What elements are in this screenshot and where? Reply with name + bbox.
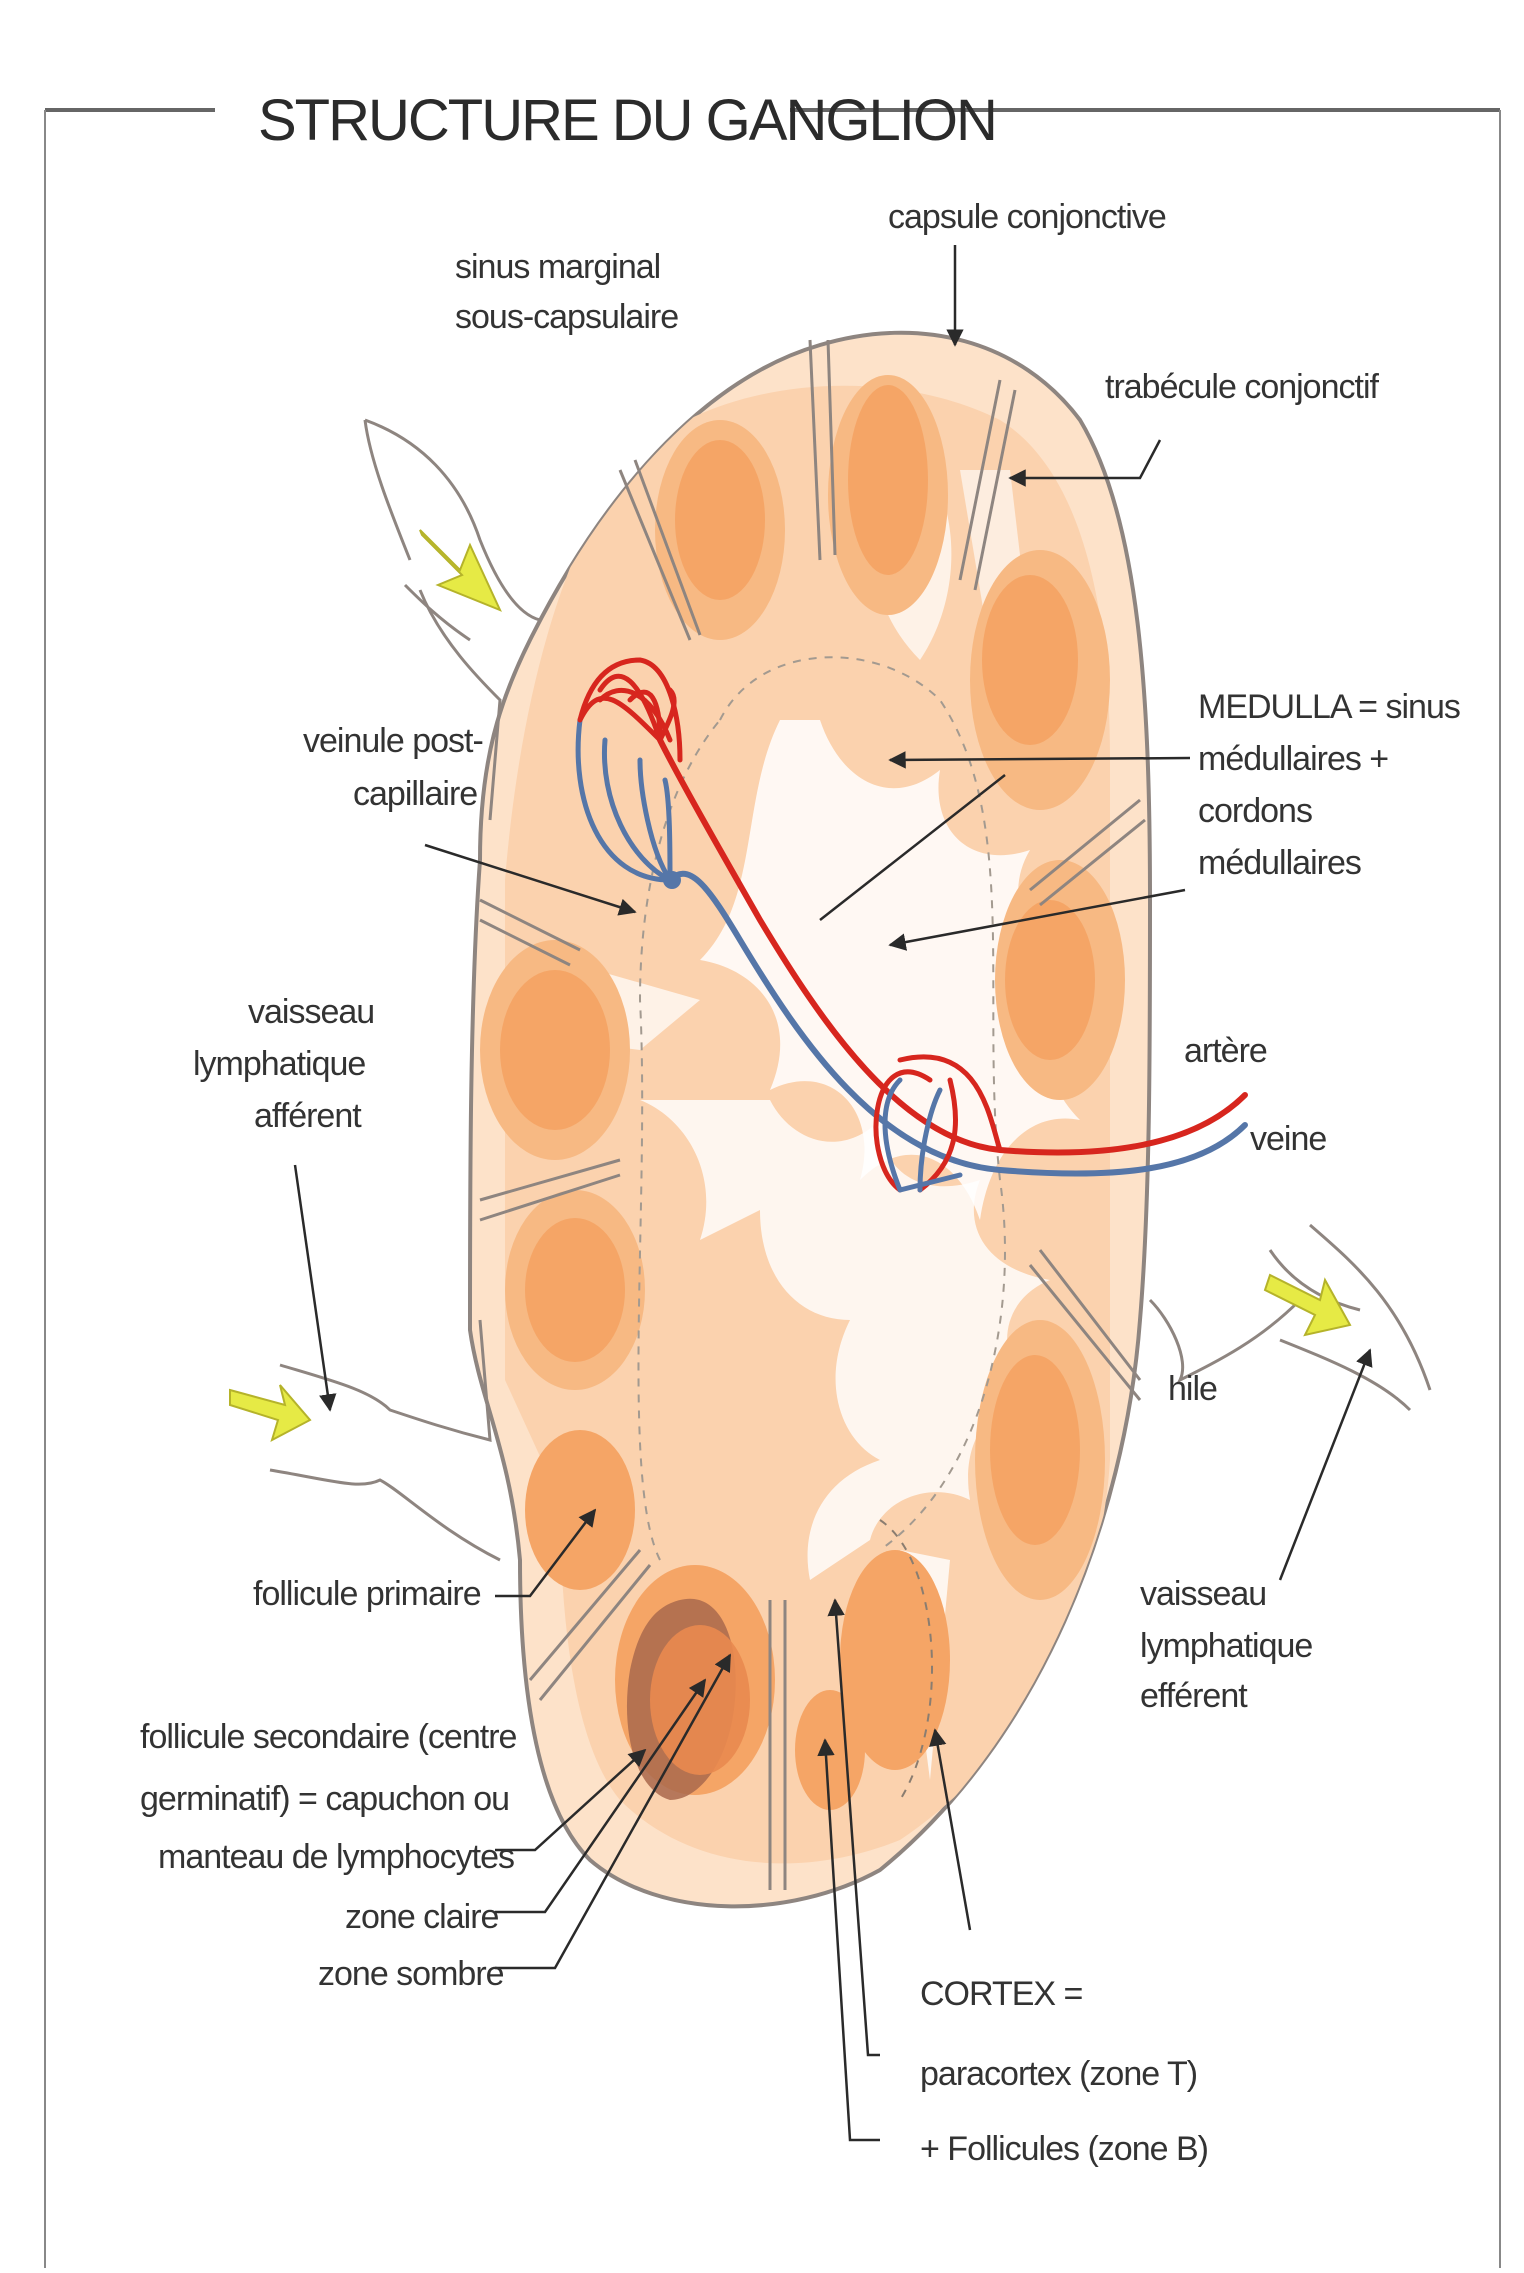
germinal-center-light — [650, 1625, 750, 1775]
label-medulla-4: médullaires — [1198, 844, 1361, 882]
paracortex-boundary — [637, 656, 1006, 1561]
label-veinule-2: capillaire — [353, 775, 477, 813]
afferent-flow-arrow-icon — [419, 529, 502, 612]
label-efferent-3: efférent — [1140, 1677, 1248, 1715]
frame — [44, 108, 1501, 2268]
label-veinule-1: veinule post- — [303, 722, 483, 760]
flow-arrows — [229, 529, 1352, 1442]
lymph-node — [467, 330, 1153, 1909]
label-afferent-1: vaisseau — [248, 993, 374, 1031]
label-paracortex: paracortex (zone T) — [920, 2055, 1197, 2093]
labels: capsule conjonctive sinus marginal sous-… — [140, 198, 1461, 2168]
leader-lines — [293, 245, 1373, 2142]
label-medulla-3: cordons — [1198, 792, 1312, 830]
label-follicule-secondaire-1: follicule secondaire (centre — [140, 1718, 517, 1756]
label-cortex: CORTEX = — [920, 1975, 1083, 2013]
label-trabecule: trabécule conjonctif — [1105, 368, 1380, 406]
label-medulla-1: MEDULLA = sinus — [1198, 688, 1460, 726]
label-efferent-2: lymphatique — [1140, 1627, 1312, 1665]
label-efferent-1: vaisseau — [1140, 1575, 1266, 1613]
blood-vessels — [575, 657, 1248, 1193]
lymphatic-vessels — [269, 418, 1432, 1562]
diagram-title: STRUCTURE DU GANGLION — [258, 88, 996, 153]
follicles — [480, 375, 1125, 1810]
label-afferent-2: lymphatique — [193, 1045, 365, 1083]
label-zone-claire: zone claire — [345, 1898, 499, 1936]
label-afferent-3: afférent — [254, 1097, 362, 1135]
label-sinus-marginal-1: sinus marginal — [455, 248, 660, 286]
efferent-flow-arrow-icon — [1263, 1273, 1352, 1337]
label-follicule-primaire: follicule primaire — [253, 1575, 481, 1613]
label-follicule-secondaire-2: germinatif) = capuchon ou — [140, 1780, 509, 1818]
afferent-flow-arrow-2-icon — [229, 1384, 312, 1442]
label-zone-sombre: zone sombre — [318, 1955, 504, 1993]
label-follicules: + Follicules (zone B) — [920, 2130, 1208, 2168]
label-sinus-marginal-2: sous-capsulaire — [455, 298, 678, 336]
vein — [667, 870, 1248, 1177]
trabeculae — [479, 339, 1146, 1890]
label-follicule-secondaire-3: manteau de lymphocytes — [158, 1838, 514, 1876]
label-medulla-2: médullaires + — [1198, 740, 1388, 778]
label-artere: artère — [1184, 1032, 1267, 1070]
artery — [657, 737, 1248, 1156]
label-hile: hile — [1168, 1370, 1217, 1408]
label-capsule: capsule conjonctive — [888, 198, 1166, 236]
label-veine: veine — [1250, 1120, 1326, 1158]
